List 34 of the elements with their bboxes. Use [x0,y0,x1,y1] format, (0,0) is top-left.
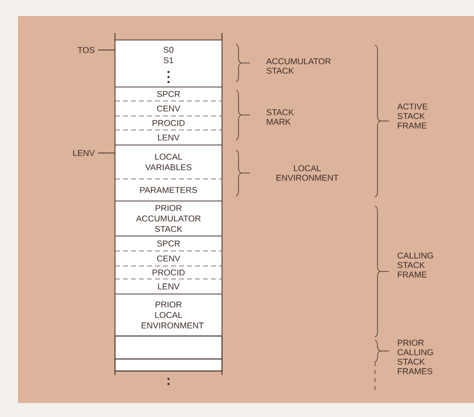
stack-cell: CENV [115,101,222,116]
node-label: SPCR [157,90,180,97]
stack-cell: LENV [115,278,222,294]
bracket-label: ACCUMULATOR STACK [266,58,331,74]
node-label: CENV [157,105,180,112]
pointer-label: LENV [73,150,95,156]
bracket-label: CALLING STACK FRAME [398,252,433,278]
node-label: PARAMETERS [140,186,198,193]
node-label: PROCID [152,120,185,126]
stack-cell: SPCR [115,87,222,101]
leader-line [98,152,116,154]
empty-cell [114,358,222,372]
node-label: PRIOR ACCUMULATOR STACK [136,204,201,232]
stack-cell: LENV [115,130,222,145]
bracket-label: STACK MARK [266,109,294,125]
bracket-label: PRIOR CALLING STACK FRAMES [398,340,433,374]
stack-cell: PROCID [115,266,222,279]
bracket-label: LOCAL ENVIRONMENT [276,165,338,181]
stack-cell: CENV [115,251,222,266]
node-label: PROCID [152,269,185,276]
node-label: S1 [164,57,174,64]
node-label: LENV [158,134,180,140]
stack-cell: PROCID [115,116,222,130]
node-label: SPCR [157,240,180,246]
node-label: LENV [158,284,180,290]
node-label: CENV [157,255,180,262]
node-label: LOCAL VARIABLES [145,154,192,170]
pointer-label: TOS [78,47,94,53]
stack-cell: SPCR [115,236,222,251]
empty-cell [114,336,222,360]
node-label: PRIOR LOCAL ENVIRONMENT [142,301,204,328]
node-label: S0 [164,46,174,53]
bracket-label: ACTIVE STACK FRAME [397,104,428,128]
stack-cell: PARAMETERS [115,178,222,201]
